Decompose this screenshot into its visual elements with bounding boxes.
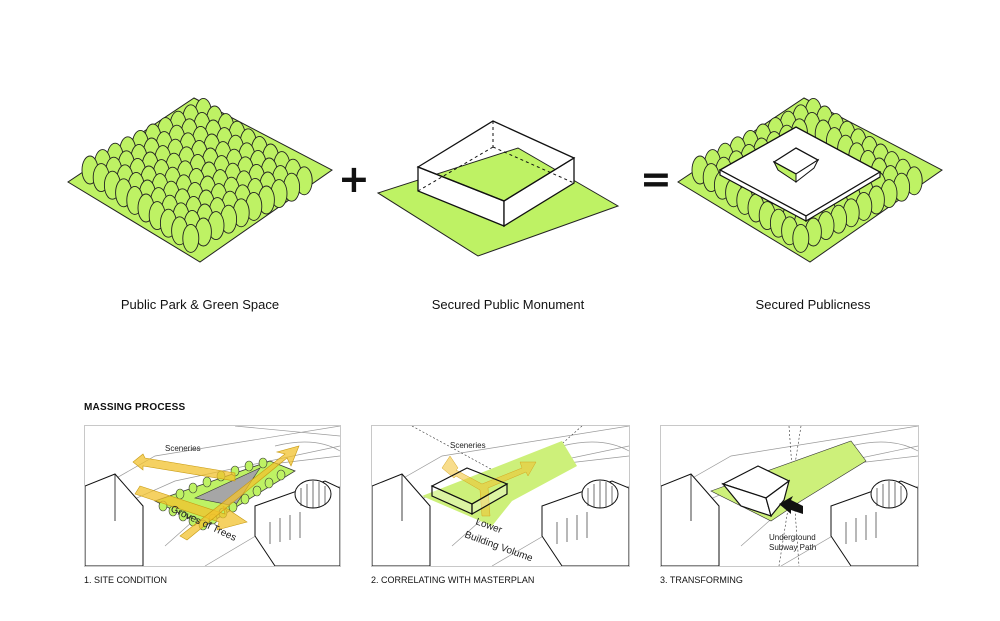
massing-process-title: MASSING PROCESS (84, 402, 186, 413)
scenery-arrow-1 (134, 485, 248, 531)
caption-transforming: 3. TRANSFORMING (660, 575, 743, 585)
subway-arrow (779, 496, 803, 514)
caption-site-condition: 1. SITE CONDITION (84, 575, 168, 585)
tree (182, 223, 200, 253)
caption-monument: Secured Public Monument (431, 297, 585, 312)
scenery-arrow-2 (179, 445, 300, 541)
lower-volume-top (430, 467, 509, 505)
masterplan-green (422, 441, 577, 526)
scenery-arrow-3 (132, 453, 236, 482)
monument-diagram (368, 110, 628, 260)
left-building (372, 473, 431, 566)
annotation-sceneries: Sceneries (450, 441, 486, 450)
panel-correlating: Sceneries Lower Building Volume (371, 425, 630, 567)
park-diagram (60, 90, 340, 280)
equals-operator: = (640, 157, 672, 201)
publicness-diagram (670, 90, 950, 280)
caption-park: Public Park & Green Space (120, 297, 280, 312)
monument-box-top (416, 120, 576, 202)
scenery-cross (441, 455, 537, 517)
annotation-sceneries: Sceneries (165, 444, 201, 453)
left-building (85, 473, 144, 566)
volume-side (765, 479, 791, 518)
tree (792, 223, 810, 253)
caption-publicness: Secured Publicness (755, 297, 871, 312)
caption-correlating: 2. CORRELATING WITH MASTERPLAN (371, 575, 535, 585)
annotation-underground: Underground (769, 533, 816, 542)
plus-operator: + (338, 157, 370, 201)
panel-transforming: Underground Subway Path (660, 425, 919, 567)
panel-site-condition: Sceneries Groves of Trees (84, 425, 341, 567)
annotation-subway-path: Subway Path (769, 543, 816, 552)
monument-plate (718, 126, 882, 223)
left-building (661, 473, 720, 566)
